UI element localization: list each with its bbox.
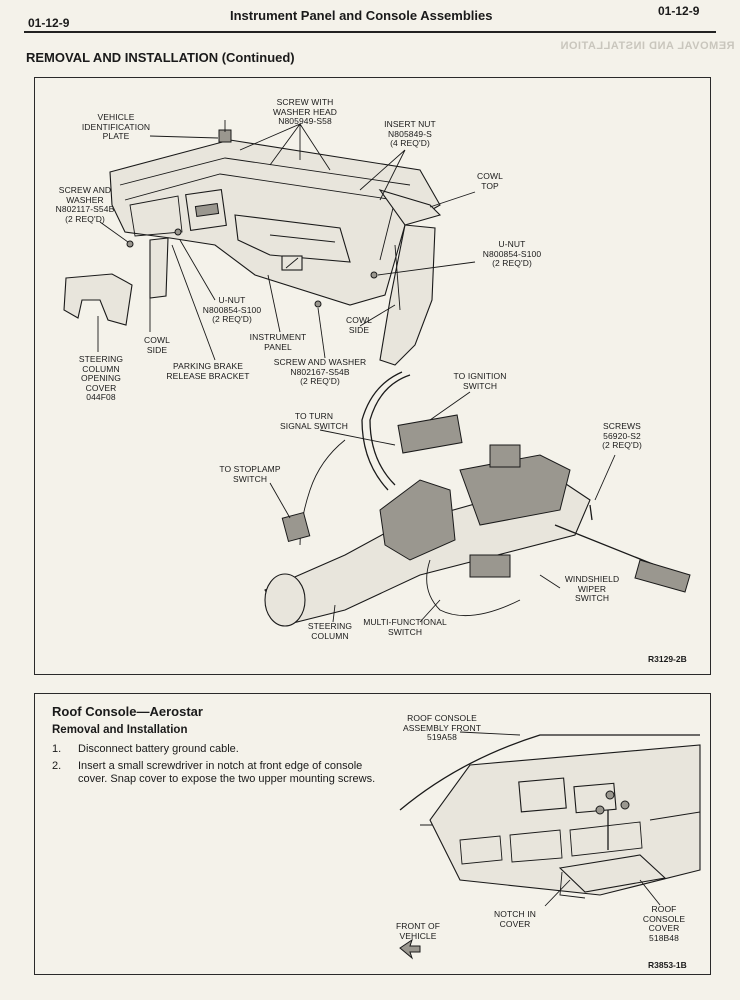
label-insert-nut: INSERT NUT N805849-S (4 REQ'D)	[384, 119, 436, 148]
label-to-ignition-switch: TO IGNITION SWITCH	[453, 371, 507, 391]
figure-ref-code: R3129-2B	[648, 654, 687, 664]
step-list: 1. Disconnect battery ground cable. 2. I…	[52, 743, 388, 790]
label-windshield-wiper-switch: WINDSHIELD WIPER SWITCH	[564, 574, 620, 603]
roof-console-section	[34, 693, 711, 975]
label-screws: SCREWS 56920-S2 (2 REQ'D)	[602, 421, 642, 450]
label-u-nut-right: U-NUT N800854-S100 (2 REQ'D)	[482, 239, 542, 268]
label-screw-washer-bottom: SCREW AND WASHER N802167-S54B (2 REQ'D)	[273, 357, 367, 386]
label-to-stoplamp-switch: TO STOPLAMP SWITCH	[219, 464, 281, 484]
step-item: 1. Disconnect battery ground cable.	[52, 743, 388, 756]
label-cowl-top: COWL TOP	[477, 171, 503, 191]
page-header-title: Instrument Panel and Console Assemblies	[230, 8, 493, 23]
roof-console-title: Roof Console—Aerostar	[52, 704, 203, 719]
label-to-turn-signal-switch: TO TURN SIGNAL SWITCH	[279, 411, 349, 431]
step-text: Disconnect battery ground cable.	[78, 743, 239, 755]
label-steering-column: STEERING COLUMN	[307, 621, 353, 641]
label-cowl-side-left: COWL SIDE	[144, 335, 170, 355]
label-screw-washer-head: SCREW WITH WASHER HEAD N805949-S58	[272, 97, 338, 126]
label-roof-console-assembly-front: ROOF CONSOLE ASSEMBLY FRONT 519A58	[402, 713, 482, 742]
label-screw-washer-left: SCREW AND WASHER N802117-S54B (2 REQ'D)	[55, 185, 115, 224]
label-multi-functional-switch: MULTI-FUNCTIONAL SWITCH	[363, 617, 447, 637]
label-front-of-vehicle: FRONT OF VEHICLE	[395, 921, 441, 941]
step-number: 1.	[52, 743, 62, 755]
step-number: 2.	[52, 760, 62, 772]
label-vehicle-id-plate: VEHICLE IDENTIFICATION PLATE	[81, 112, 151, 141]
step-text: Insert a small screwdriver in notch at f…	[78, 760, 376, 785]
label-instrument-panel: INSTRUMENT PANEL	[249, 332, 307, 352]
step-item: 2. Insert a small screwdriver in notch a…	[52, 760, 388, 786]
page-number-left: 01-12-9	[28, 16, 70, 30]
roof-console-ref-code: R3853-1B	[648, 960, 687, 970]
label-steering-column-cover: STEERING COLUMN OPENING COVER 044F08	[78, 354, 124, 402]
figure-instrument-panel	[34, 77, 711, 675]
label-notch-in-cover: NOTCH IN COVER	[494, 909, 536, 929]
label-u-nut-center: U-NUT N800854-S100 (2 REQ'D)	[202, 295, 262, 324]
label-cowl-side-right: COWL SIDE	[346, 315, 372, 335]
label-parking-brake: PARKING BRAKE RELEASE BRACKET	[166, 361, 250, 381]
page-number-right: 01-12-9	[658, 4, 700, 18]
roof-console-subtitle: Removal and Installation	[52, 724, 188, 736]
label-roof-console-cover: ROOF CONSOLE COVER 518B48	[642, 904, 686, 943]
section-heading: REMOVAL AND INSTALLATION (Continued)	[26, 50, 295, 65]
header-rule	[24, 31, 716, 33]
